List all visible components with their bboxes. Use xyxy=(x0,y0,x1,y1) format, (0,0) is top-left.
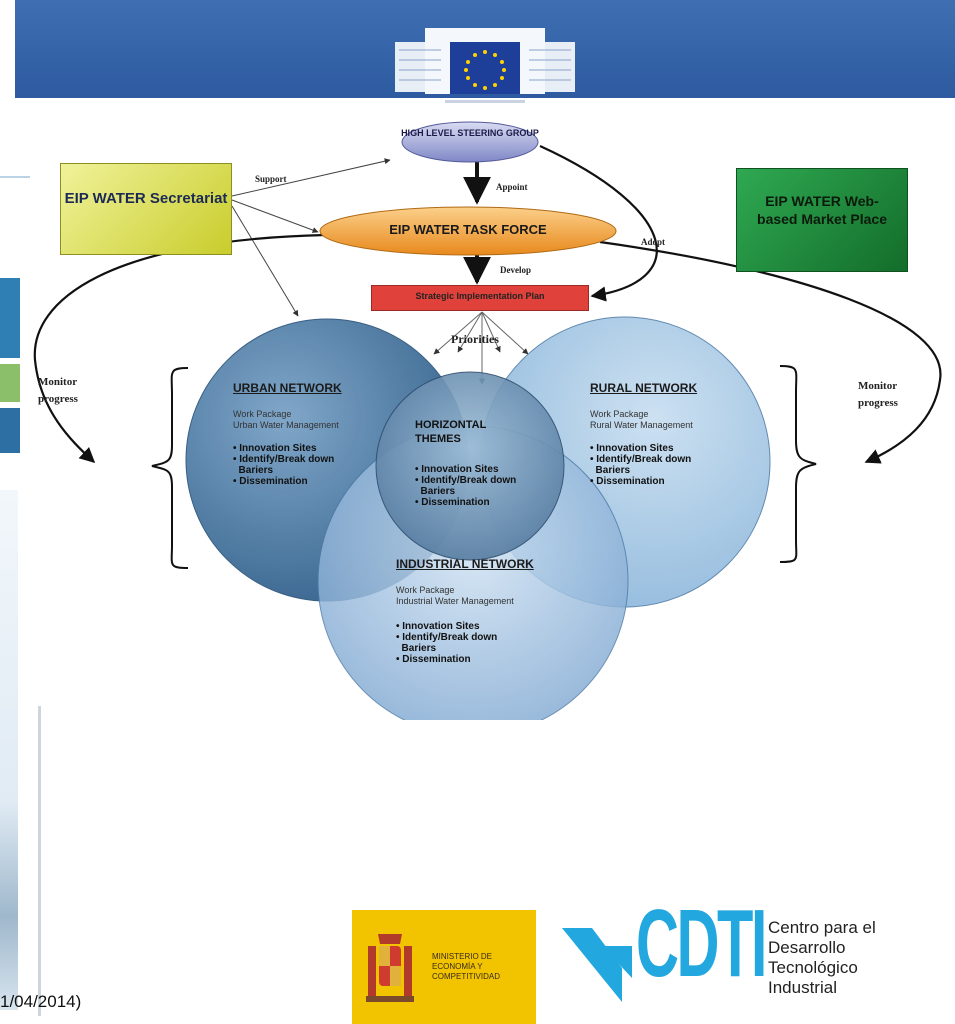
list-item: • Dissemination xyxy=(396,654,471,665)
horizontal-themes-circle xyxy=(375,371,565,561)
spain-coat-of-arms-icon xyxy=(366,934,414,1002)
list-item: • Innovation Sites xyxy=(233,443,317,454)
ministry-label: MINISTERIO DE ECONOMÍA Y COMPETITIVIDAD xyxy=(432,952,501,981)
european-commission-logo xyxy=(395,28,575,103)
cdti-full-name: Centro para el Desarrollo Tecnológico In… xyxy=(768,918,876,997)
list-item: • Innovation Sites xyxy=(415,464,499,475)
market-place-label: EIP WATER Web-based Market Place xyxy=(757,193,887,227)
industrial-network-title: INDUSTRIAL NETWORK xyxy=(396,557,534,571)
rural-network-title: RURAL NETWORK xyxy=(590,381,698,395)
monitor-progress-right-label: Monitor progress xyxy=(858,380,898,409)
priorities-label: Priorities xyxy=(451,332,499,346)
date-caption: 1/04/2014) xyxy=(0,992,82,1011)
urban-work-package: Work Package xyxy=(233,409,292,419)
horizontal-themes-text: HORIZONTAL THEMES • Innovation Sites • I… xyxy=(415,418,565,508)
strategic-plan-label: Strategic Implementation Plan xyxy=(415,291,545,301)
cdti-logo-text: CDTI xyxy=(636,890,767,997)
industrial-network-text: INDUSTRIAL NETWORK Work Package Industri… xyxy=(396,557,586,665)
list-item: • Identify/Break down xyxy=(415,475,517,486)
list-item: • Dissemination xyxy=(415,497,490,508)
background-slide-fragment-panel xyxy=(0,490,18,1010)
appoint-label: Appoint xyxy=(496,182,528,192)
right-brace xyxy=(779,365,817,563)
task-force-label: EIP WATER TASK FORCE xyxy=(389,222,547,237)
support-arrow-networks xyxy=(231,205,299,317)
list-item: • Dissemination xyxy=(590,476,665,487)
strategic-plan-box xyxy=(371,285,589,311)
list-item: • Identify/Break down xyxy=(590,454,692,465)
rural-work-package: Work Package xyxy=(590,409,649,419)
left-brace xyxy=(151,367,189,569)
rural-items-list: • Innovation Sites • Identify/Break down… xyxy=(590,443,760,487)
support-arrow-steering xyxy=(231,158,391,197)
list-item: • Innovation Sites xyxy=(396,621,480,632)
urban-work-package-sub: Urban Water Management xyxy=(233,420,339,430)
list-item: Bariers xyxy=(590,465,631,476)
support-label: Support xyxy=(255,174,287,184)
rural-network-text: RURAL NETWORK Work Package Rural Water M… xyxy=(590,381,760,487)
list-item: Bariers xyxy=(233,465,274,476)
horizontal-items-list: • Innovation Sites • Identify/Break down… xyxy=(415,464,565,508)
list-item: • Identify/Break down xyxy=(233,454,335,465)
urban-items-list: • Innovation Sites • Identify/Break down… xyxy=(233,443,403,487)
secretariat-label: EIP WATER Secretariat xyxy=(64,190,228,207)
secretariat-box xyxy=(60,163,232,255)
background-slide-fragment-green xyxy=(0,364,20,402)
cdti-check-icon xyxy=(562,928,632,1002)
list-item: Bariers xyxy=(396,643,437,654)
network-venn xyxy=(185,316,771,720)
task-force-shape xyxy=(319,206,617,256)
market-place-box xyxy=(736,168,908,272)
list-item: Bariers xyxy=(415,486,456,497)
steering-group-shape xyxy=(401,121,539,163)
list-item: • Dissemination xyxy=(233,476,308,487)
list-item: • Identify/Break down xyxy=(396,632,498,643)
urban-network-title: URBAN NETWORK xyxy=(233,381,342,395)
adopt-curve-arrow xyxy=(539,144,658,302)
adopt-label: Adopt xyxy=(641,237,666,247)
support-arrow-taskforce xyxy=(231,199,319,233)
list-item: • Innovation Sites xyxy=(590,443,674,454)
rural-work-package-sub: Rural Water Management xyxy=(590,420,693,430)
horizontal-themes-title: HORIZONTAL THEMES xyxy=(415,419,487,445)
ministry-logo: MINISTERIO DE ECONOMÍA Y COMPETITIVIDAD xyxy=(352,910,536,1024)
background-slide-fragment-line xyxy=(0,176,30,178)
industrial-work-package: Work Package xyxy=(396,585,455,595)
industrial-items-list: • Innovation Sites • Identify/Break down… xyxy=(396,621,586,665)
develop-label: Develop xyxy=(500,265,531,275)
industrial-work-package-sub: Industrial Water Management xyxy=(396,596,514,606)
urban-network-text: URBAN NETWORK Work Package Urban Water M… xyxy=(233,381,403,487)
background-slide-fragment-blue xyxy=(0,408,20,453)
background-slide-fragment-divider xyxy=(38,706,41,1016)
background-slide-fragment-band xyxy=(0,278,20,358)
monitor-progress-left-label: Monitor progress xyxy=(38,376,78,405)
steering-group-label: HIGH LEVEL STEERING GROUP xyxy=(401,128,539,138)
